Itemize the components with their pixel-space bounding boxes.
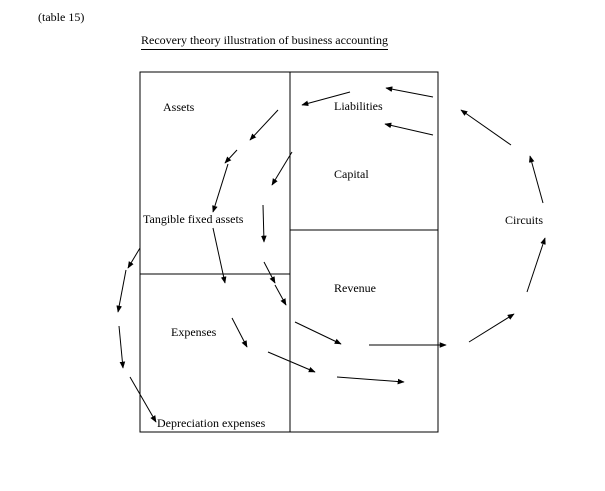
arrow-left-loop-4 [129, 376, 157, 423]
arrow-circuit-up-3 [528, 155, 544, 204]
label-expenses: Expenses [171, 325, 217, 339]
label-tangible-fixed-assets: Tangible fixed assets [143, 212, 244, 226]
arrow-circuit-up-1 [468, 313, 515, 343]
arrow-expenses-to-revenue [267, 351, 316, 373]
arrow-into-revenue [294, 321, 342, 345]
arrow-assets-down-1 [249, 109, 279, 141]
label-revenue: Revenue [334, 281, 376, 295]
circulation-arrows [116, 86, 546, 423]
label-liabilities: Liabilities [334, 99, 383, 113]
arrow-capital-down-1 [271, 151, 293, 186]
arrow-left-loop-3 [118, 325, 126, 369]
arrow-circuit-to-liabilities-bottom [384, 122, 434, 136]
arrow-fixed-to-expenses [212, 227, 227, 284]
arrow-revenue-lower [336, 376, 405, 385]
arrow-expenses-down [231, 317, 248, 348]
diagram-title: Recovery theory illustration of business… [141, 33, 388, 50]
arrow-fixed-to-revenue-1 [263, 261, 276, 284]
arrow-assets-down-3 [212, 163, 229, 213]
label-circuits: Circuits [505, 213, 543, 227]
arrow-circuit-to-liabilities-top [385, 86, 434, 98]
arrow-circuit-up-4 [460, 109, 512, 146]
arrow-left-loop-2 [116, 269, 127, 313]
arrow-fixed-to-revenue-2 [274, 284, 287, 306]
label-capital: Capital [334, 167, 369, 181]
arrow-capital-down-2 [261, 204, 267, 243]
accounts-frame [139, 71, 439, 433]
arrow-left-loop-1 [127, 247, 141, 269]
arrow-liabilities-to-assets [301, 91, 351, 107]
arrow-assets-down-2 [224, 149, 238, 164]
label-depreciation-expenses: Depreciation expenses [157, 416, 266, 430]
label-assets: Assets [163, 100, 195, 114]
table-tag: (table 15) [38, 10, 85, 24]
arrow-circuit-up-2 [526, 237, 546, 293]
outer-box [139, 71, 439, 433]
